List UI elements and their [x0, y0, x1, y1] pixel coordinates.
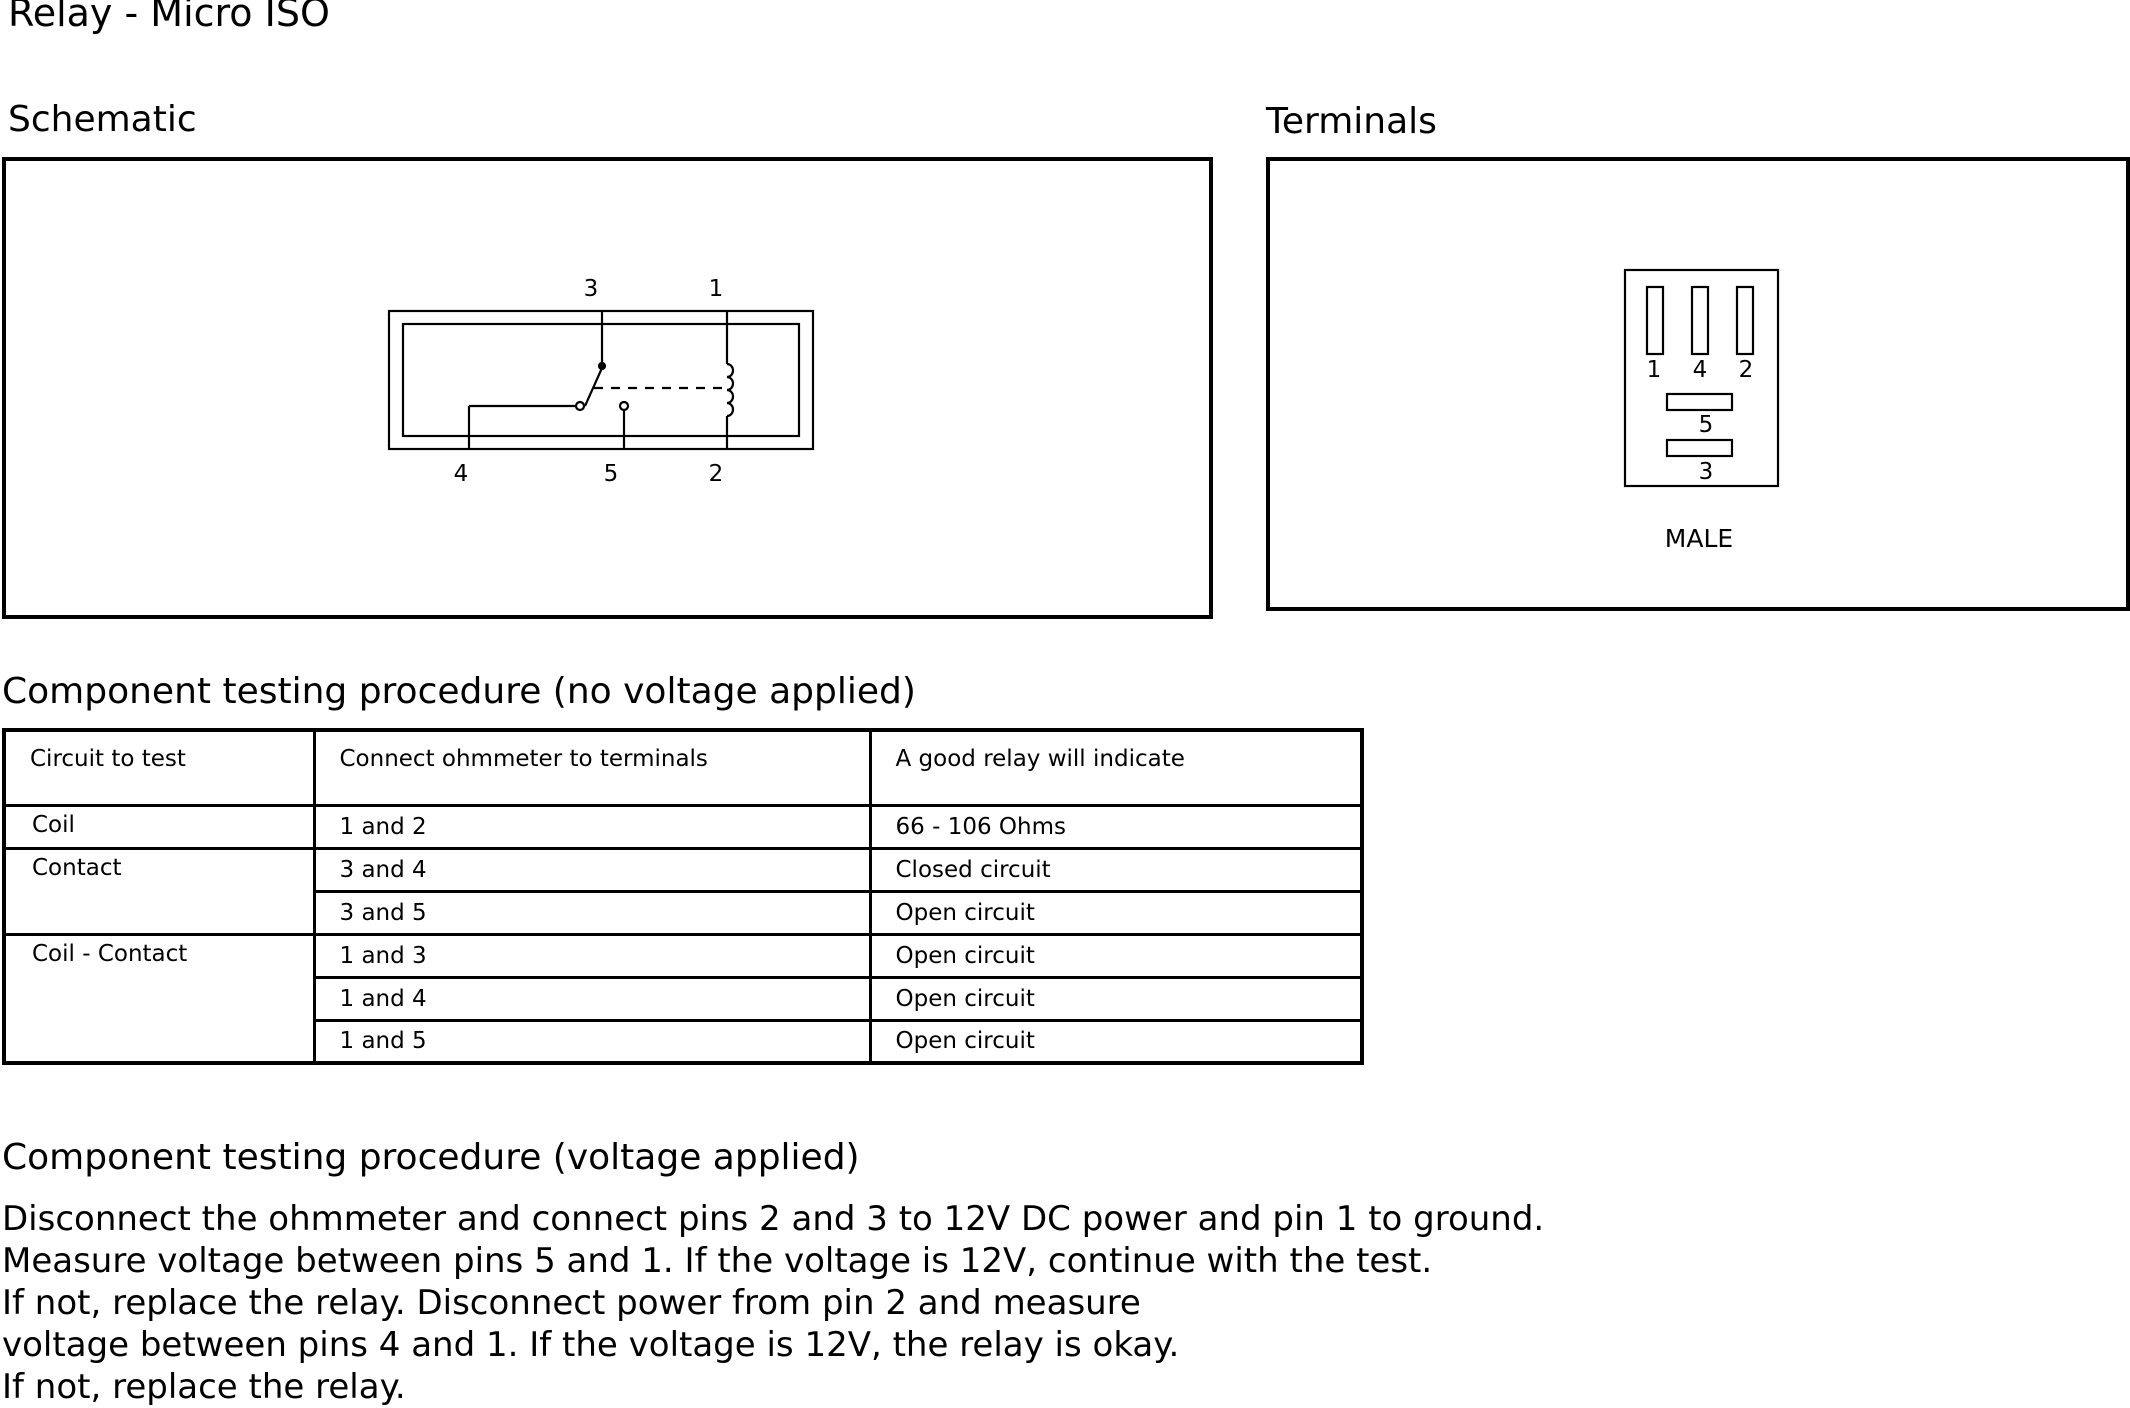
terminal-blade-2: [1735, 285, 1755, 356]
column-header: A good relay will indicate: [868, 728, 1364, 808]
column-header: Circuit to test: [2, 728, 316, 808]
schematic-panel: 3 1 4 5 2: [2, 157, 1213, 619]
schematic-pin-label: 4: [454, 461, 469, 487]
voltage-procedure-text: Disconnect the ohmmeter and connect pins…: [2, 1198, 1544, 1408]
connector-gender-label: MALE: [1665, 524, 1733, 553]
circuit-cell: Coil: [2, 804, 316, 850]
connector-body: [1623, 268, 1780, 488]
terminal-blade-5: [1665, 392, 1734, 412]
procedure-line: Disconnect the ohmmeter and connect pins…: [2, 1199, 1545, 1239]
result-cell: Open circuit: [868, 975, 1364, 1022]
terminals-label: Terminals: [1266, 101, 1437, 142]
result-cell: Open circuit: [868, 1018, 1364, 1065]
page-title: Relay - Micro ISO: [8, 0, 330, 35]
terminal-pin-label: 2: [1739, 357, 1754, 383]
pin-4-contact: [574, 400, 586, 412]
terminal-blade-1: [1645, 285, 1665, 356]
circuit-cell: Contact: [2, 846, 316, 936]
table-row: 1 and 4 Open circuit: [4, 975, 1364, 1022]
terminal-pin-label: 5: [1699, 412, 1714, 438]
terminal-layout-diagram: 1 4 2 5 3 MALE: [1623, 268, 1780, 553]
table-row: 3 and 5 Open circuit: [4, 889, 1364, 936]
terminals-cell: 1 and 3: [312, 932, 872, 979]
terminal-pin-label: 4: [1693, 357, 1708, 383]
procedure-line: Measure voltage between pins 5 and 1. If…: [2, 1241, 1433, 1281]
procedure-line: voltage between pins 4 and 1. If the vol…: [2, 1325, 1180, 1365]
coil-winding: [726, 362, 735, 418]
procedure-line: If not, replace the relay.: [2, 1367, 406, 1407]
table-row: Coil 1 and 2 66 - 106 Ohms: [2, 804, 1364, 850]
terminals-panel: 1 4 2 5 3 MALE: [1266, 157, 2130, 611]
no-voltage-heading: Component testing procedure (no voltage …: [2, 671, 916, 712]
circuit-cell: Coil - Contact: [2, 932, 316, 1065]
table-header-row: Circuit to test Connect ohmmeter to term…: [2, 728, 1364, 808]
schematic-pin-label: 5: [604, 461, 619, 487]
schematic-pin-label: 3: [584, 276, 599, 302]
terminal-blade-3: [1665, 438, 1734, 458]
pin-5-contact: [618, 400, 630, 412]
column-header: Connect ohmmeter to terminals: [312, 728, 872, 808]
terminal-pin-label: 1: [1647, 357, 1662, 383]
terminals-cell: 1 and 4: [312, 975, 872, 1022]
terminals-cell: 3 and 4: [312, 846, 872, 893]
voltage-heading: Component testing procedure (voltage app…: [2, 1137, 860, 1178]
terminal-pin-label: 3: [1699, 459, 1714, 485]
table-row: Coil - Contact 1 and 3 Open circuit: [2, 932, 1364, 1065]
schematic-label: Schematic: [8, 99, 197, 140]
relay-schematic-diagram: 3 1 4 5 2: [387, 276, 815, 487]
table-row: Contact 3 and 4 Closed circuit: [2, 846, 1364, 936]
terminals-cell: 1 and 5: [312, 1018, 872, 1065]
schematic-pin-label: 2: [709, 461, 724, 487]
result-cell: 66 - 106 Ohms: [868, 804, 1364, 850]
switch-arm: [583, 367, 604, 407]
terminal-blade-4: [1690, 285, 1710, 356]
result-cell: Open circuit: [868, 889, 1364, 936]
terminals-cell: 1 and 2: [312, 804, 872, 850]
no-voltage-test-table: Circuit to test Connect ohmmeter to term…: [2, 728, 1364, 1065]
result-cell: Closed circuit: [868, 846, 1364, 893]
table-row: 1 and 5 Open circuit: [4, 1018, 1364, 1065]
schematic-pin-label: 1: [709, 276, 724, 302]
terminals-cell: 3 and 5: [312, 889, 872, 936]
procedure-line: If not, replace the relay. Disconnect po…: [2, 1283, 1141, 1323]
result-cell: Open circuit: [868, 932, 1364, 979]
